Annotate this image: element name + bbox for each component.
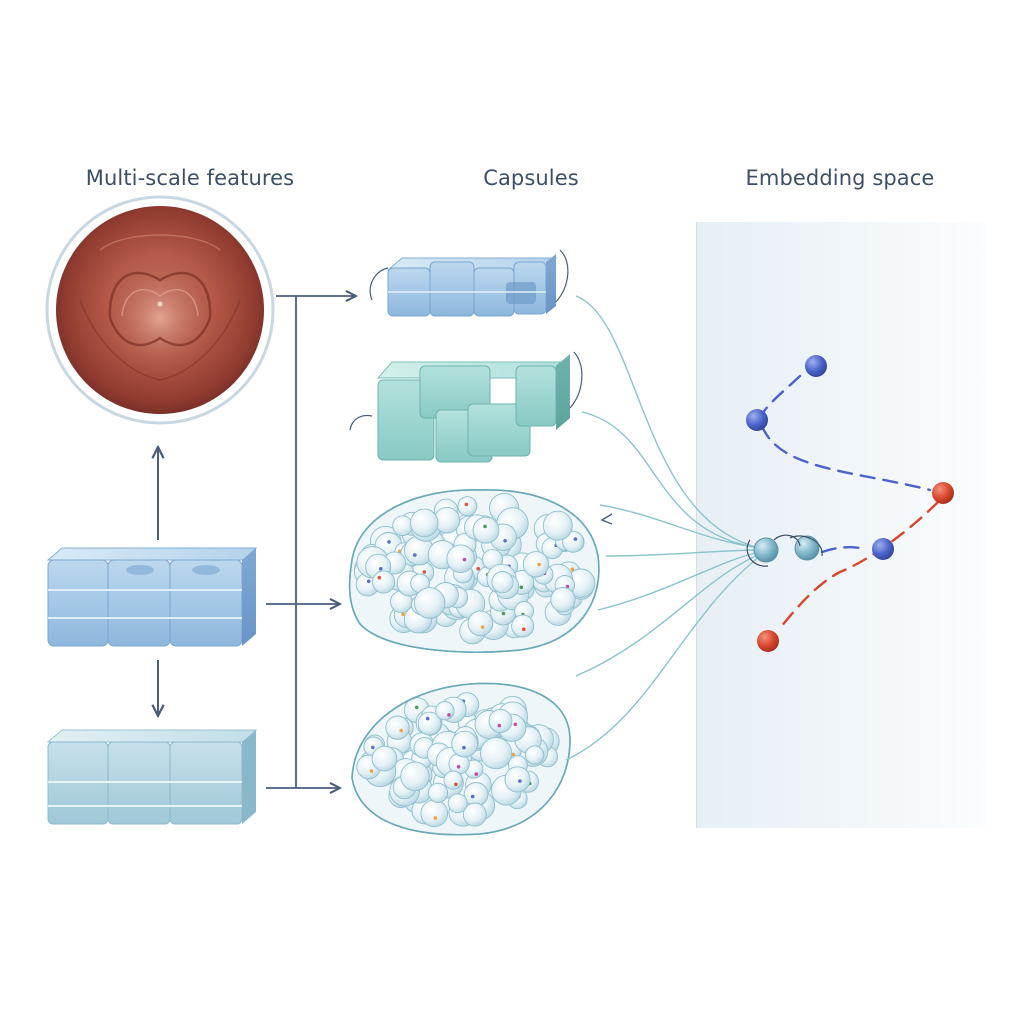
capsule-bubble	[488, 709, 513, 733]
capsule-bubble-dot	[413, 553, 417, 557]
capsule-bubble	[451, 730, 478, 758]
embedding-point-blue-2	[746, 409, 768, 431]
capsule-bubble-dot	[414, 705, 419, 710]
capsule-bubbles-large	[353, 492, 596, 645]
capsule-bubble	[446, 544, 475, 573]
capsule-bubble	[550, 587, 576, 613]
capsule-bubble-dot	[497, 723, 502, 728]
connector-arrow-head	[600, 513, 613, 525]
capsule-bubble	[472, 516, 500, 544]
capsule-bubble	[400, 761, 430, 792]
capsule-bubble-dot	[462, 745, 466, 750]
feature-to-capsule-arrows	[266, 296, 356, 788]
embedding-point-blue-1	[805, 355, 827, 377]
capsule-bubble-dot	[483, 524, 487, 529]
capsule-blocks-teal	[349, 351, 583, 463]
capsule-bubble-dot	[387, 540, 391, 544]
capsule-bubble	[504, 766, 531, 793]
capsule-bubble-dot	[433, 816, 438, 820]
capsule-bubble	[457, 496, 478, 517]
capsule-bubble-dot	[511, 752, 516, 757]
embedding-point-blue-3	[872, 538, 894, 560]
embedding-point-red-1	[932, 482, 954, 504]
capsule-bubble	[491, 571, 514, 594]
capsule-bubble	[417, 711, 442, 736]
capsule-blocks-blue	[369, 249, 569, 317]
capsule-bubble-dot	[379, 567, 383, 571]
capsule-bubble	[462, 802, 487, 827]
capsule-bubble-dot	[447, 713, 451, 717]
capsule-to-embedding-connectors	[565, 295, 761, 761]
capsule-bubble-dot	[522, 627, 526, 632]
capsule-bubble-dot	[513, 722, 518, 727]
capsule-bubble	[385, 715, 410, 740]
capsule-bubble	[413, 587, 446, 619]
capsule-bubble-dot	[565, 584, 570, 589]
capsule-bubble-dot	[470, 794, 475, 799]
endoscopic-tissue-image	[45, 195, 275, 425]
feature-blocks-middle	[46, 547, 258, 647]
heading-multiscale-features: Multi-scale features	[85, 166, 295, 190]
capsule-bubble	[371, 745, 398, 772]
capsule-bubble-dot	[366, 579, 371, 584]
capsule-bubble-dot	[573, 537, 578, 541]
capsule-bubble-dot	[422, 570, 427, 574]
capsule-bubble	[372, 570, 396, 594]
capsule-bubble-dot	[476, 566, 481, 571]
capsule-bubble	[480, 737, 513, 770]
embedding-trajectories	[760, 374, 940, 630]
capsule-bubble-dot	[480, 625, 485, 629]
capsule-bubble-dot	[462, 557, 467, 562]
capsule-bubble-dot	[464, 502, 469, 507]
embedding-points	[746, 355, 954, 652]
capsule-bubble	[420, 799, 449, 828]
embedding-space-panel	[696, 222, 987, 828]
capsule-bubble-dot	[474, 772, 479, 776]
capsule-bubbles-small	[356, 692, 560, 828]
capsule-bubble-dot	[456, 765, 461, 769]
capsule-bubble-dot	[369, 769, 374, 773]
capsule-bubble	[435, 701, 455, 721]
capsule-bubble	[410, 508, 439, 538]
capsule-cluster-small	[351, 682, 571, 836]
capsule-bubble-dot	[371, 745, 375, 750]
capsule-bubble-dot	[519, 585, 524, 590]
embedding-hub	[746, 534, 823, 567]
capsule-bubble	[524, 745, 545, 765]
capsule-cluster-large	[348, 489, 600, 653]
capsule-bubble-dot	[454, 782, 458, 787]
capsule-bubble-dot	[377, 575, 382, 580]
capsule-bubble-dot	[399, 728, 404, 733]
capsule-bubble	[511, 614, 535, 638]
feature-blocks-bottom	[46, 729, 258, 825]
capsule-bubble	[467, 610, 494, 637]
capsule-bubble-dot	[501, 611, 506, 616]
capsule-bubble	[522, 551, 550, 578]
capsule-bubble-dot	[401, 612, 405, 617]
embedding-point-red-2	[757, 630, 779, 652]
capsule-bubble	[542, 510, 573, 541]
capsule-bubble-dot	[570, 567, 575, 571]
capsule-bubble-dot	[425, 716, 430, 721]
heading-embedding-space: Embedding space	[745, 166, 935, 190]
capsule-bubble	[427, 782, 449, 803]
capsule-bubble	[447, 793, 468, 814]
capsule-bubble	[392, 515, 413, 537]
heading-capsules: Capsules	[483, 166, 579, 190]
capsule-bubble	[443, 770, 463, 790]
capsule-bubble-dot	[503, 539, 507, 543]
capsule-bubble-dot	[518, 779, 522, 783]
capsule-bubble-dot	[537, 562, 541, 567]
